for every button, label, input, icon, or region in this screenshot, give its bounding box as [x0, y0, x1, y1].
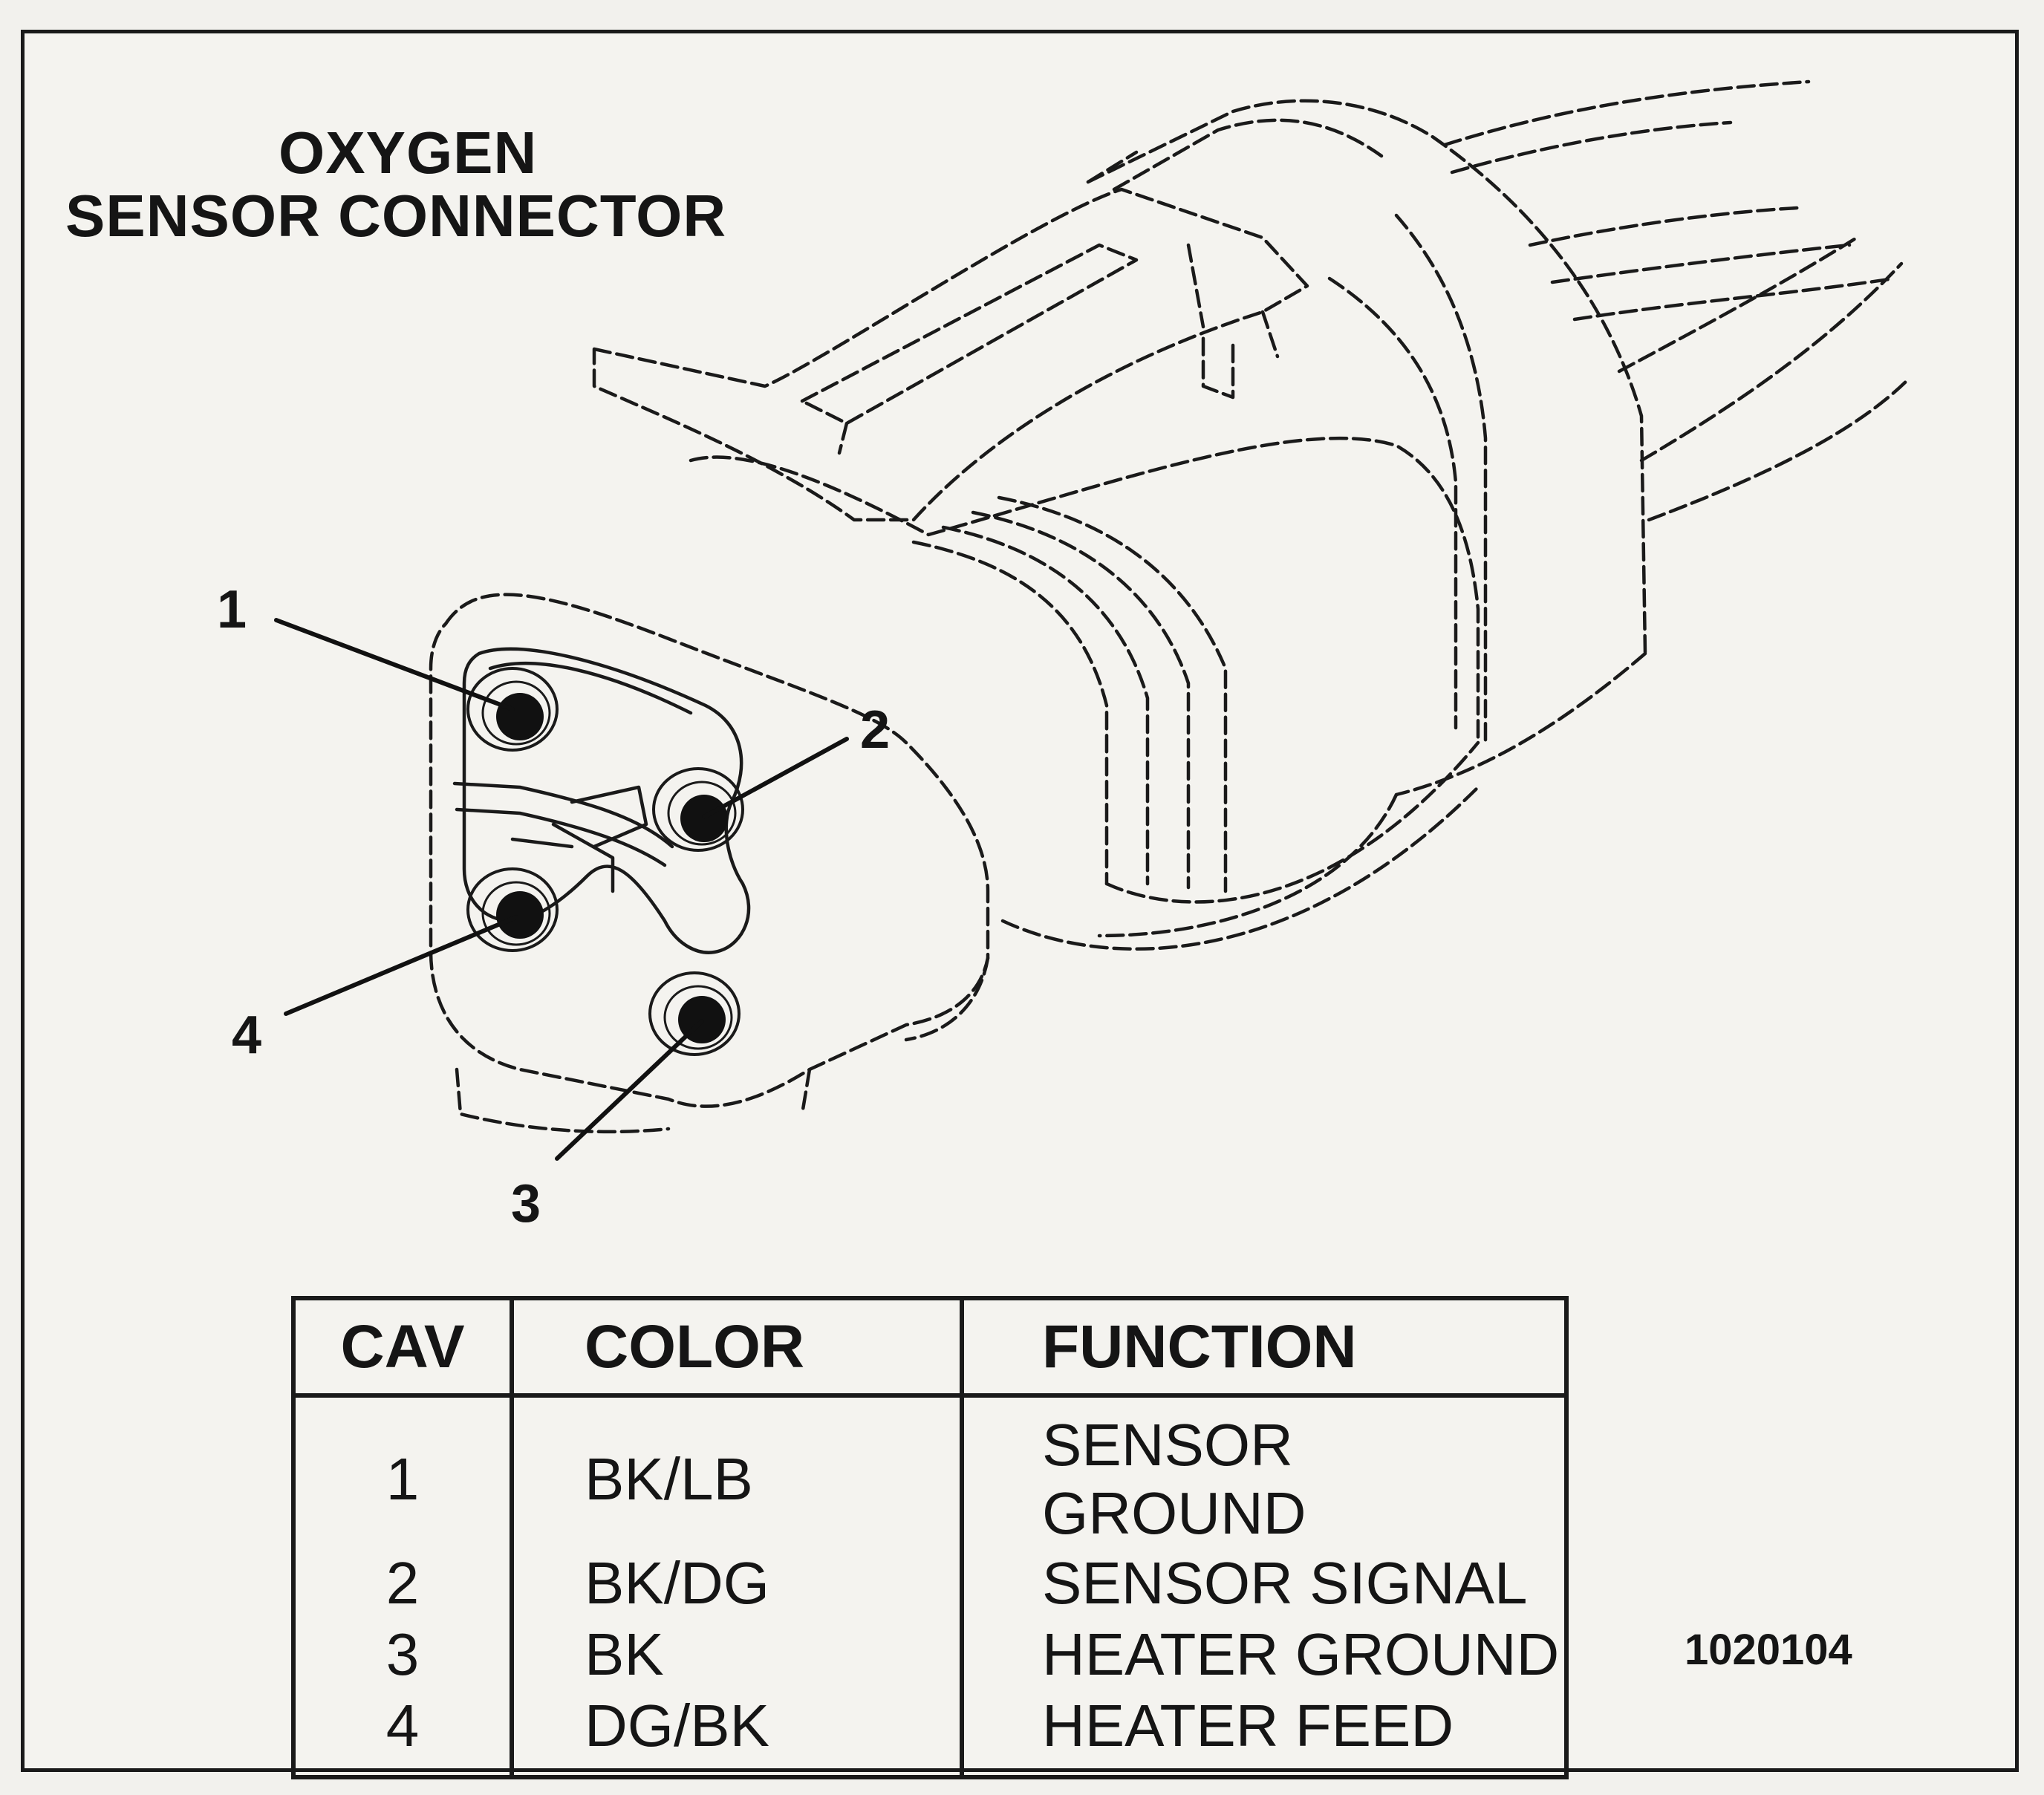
callout-4: 4: [232, 1006, 261, 1065]
callout-2: 2: [860, 700, 890, 760]
table-row: 1 BK/LB SENSOR GROUND: [293, 1395, 1566, 1548]
callout-1: 1: [217, 580, 247, 639]
cavity-3: [648, 971, 741, 1056]
table-header-row: CAV COLOR FUNCTION: [293, 1298, 1566, 1398]
cell-function: SENSOR GROUND: [960, 1395, 1566, 1548]
cell-function: HEATER GROUND: [960, 1619, 1566, 1690]
terminal-cavities: [466, 667, 744, 1056]
header-function: FUNCTION: [960, 1298, 1566, 1398]
cell-color: BK: [510, 1619, 962, 1690]
leader-line-2: [702, 737, 849, 819]
cavity-1: [466, 667, 559, 752]
cell-cav: 1: [385, 1446, 420, 1512]
locking-tab: [592, 187, 1309, 522]
leader-lines: [274, 618, 849, 1161]
wire-bundle: [1442, 79, 1911, 522]
table-row: 4 DG/BK HEATER FEED: [293, 1690, 1566, 1777]
cell-color: BK/LB: [510, 1395, 962, 1548]
title-line-1: OXYGEN: [279, 120, 538, 186]
figure-number: 1020104: [1685, 1626, 1852, 1674]
pinout-table: CAV COLOR FUNCTION 1 BK/LB SENSOR GROUND…: [291, 1296, 1569, 1779]
leader-line-1: [274, 618, 515, 711]
cell-cav: 4: [385, 1693, 420, 1759]
header-cav: CAV: [293, 1298, 512, 1398]
connector-housing: [689, 436, 1480, 951]
cell-cav: 3: [385, 1621, 420, 1687]
leader-line-4: [284, 915, 518, 1016]
cell-color: BK/DG: [510, 1548, 962, 1619]
cell-cav: 2: [385, 1550, 420, 1616]
cavity-4: [466, 867, 559, 952]
callout-3: 3: [511, 1174, 541, 1234]
connector-face: [429, 593, 990, 1134]
cell-color: DG/BK: [510, 1690, 962, 1777]
leader-line-3: [555, 1019, 704, 1161]
cell-function: HEATER FEED: [960, 1690, 1566, 1777]
rear-boot: [1086, 99, 1647, 797]
header-color: COLOR: [510, 1298, 962, 1398]
cell-function: SENSOR SIGNAL: [960, 1548, 1566, 1619]
table-row: 2 BK/DG SENSOR SIGNAL: [293, 1548, 1566, 1619]
title-line-2: SENSOR CONNECTOR: [65, 183, 727, 249]
table-row: 3 BK HEATER GROUND: [293, 1619, 1566, 1690]
